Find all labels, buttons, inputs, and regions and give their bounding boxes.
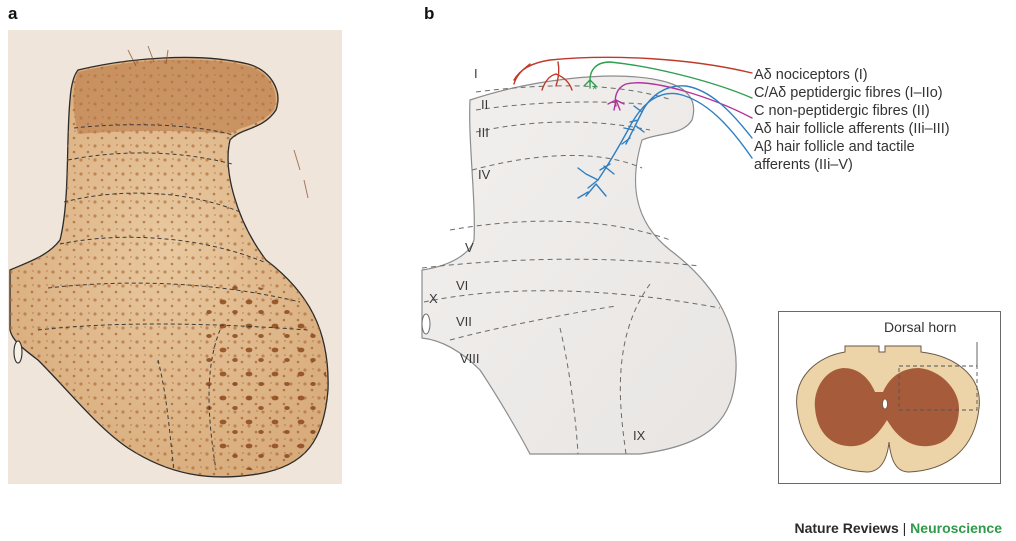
panel-a-label: a [8,4,17,24]
fibre-legend: Aδ nociceptors (I) C/Aδ peptidergic fibr… [754,66,950,174]
lamina-label-viii: VIII [460,351,480,366]
terminal-asterisk: * [592,81,598,97]
lamina-label-x: X [429,291,438,306]
legend-peptidergic: C/Aδ peptidergic fibres (I–IIo) [754,84,950,102]
legend-non-peptidergic: C non-peptidergic fibres (II) [754,102,950,120]
lamina-label-iii: III [478,125,489,140]
cross-section-inset [778,311,1001,484]
dorsal-horn-label: Dorsal horn [884,319,956,335]
grey-matter-outline [422,76,736,454]
cross-section-drawing [779,312,1000,483]
journal-credit: Nature Reviews | Neuroscience [794,520,1002,536]
lamina-label-i: I [474,66,478,81]
lamina-label-iv: IV [478,167,490,182]
panel-b-label: b [424,4,434,24]
legend-ab-hair-line1: Aβ hair follicle and tactile [754,138,950,156]
lamina-label-ii: II [481,97,488,112]
legend-ad-nociceptors: Aδ nociceptors (I) [754,66,950,84]
lamina-label-vii: VII [456,314,472,329]
stained-section-image [8,30,342,484]
lamina-label-ix: IX [633,428,645,443]
journal-name: Nature Reviews [794,520,898,536]
credit-separator: | [899,520,910,536]
legend-ab-hair-line2: afferents (IIi–V) [754,156,950,174]
legend-ad-hair: Aδ hair follicle afferents (IIi–III) [754,120,950,138]
journal-field: Neuroscience [910,520,1002,536]
lamina-label-vi: VI [456,278,468,293]
lamina-label-v: V [465,240,474,255]
